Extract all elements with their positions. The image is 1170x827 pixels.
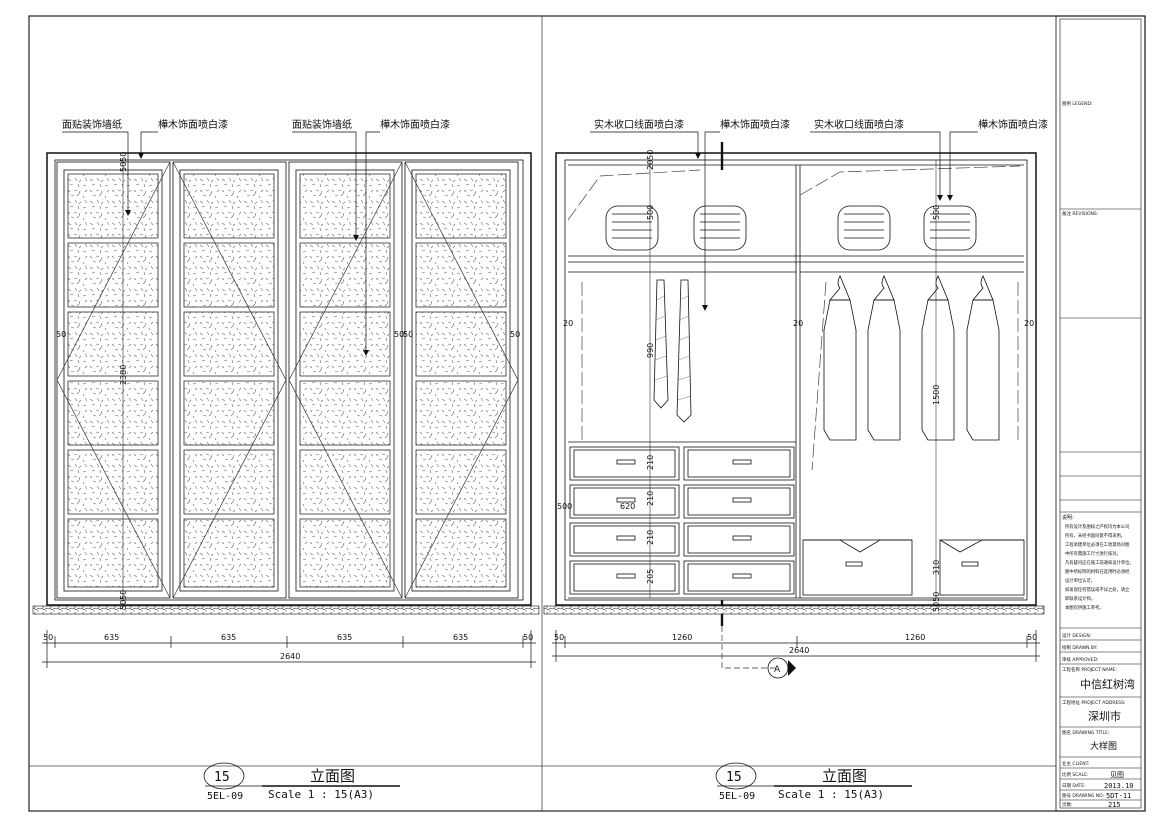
right-callout-3: 实木收口线面喷白漆 <box>814 118 904 131</box>
tb-page-label: 页数: <box>1062 801 1073 808</box>
left-dim-b1: 50 <box>43 633 53 642</box>
tb-note-9: 即联系设计师。 <box>1065 595 1095 602</box>
tb-note-7: 设计单位认可。 <box>1065 577 1095 584</box>
left-dim-side-1: 50 <box>56 330 66 339</box>
left-label-scale: Scale 1 : 15(A3) <box>268 788 374 801</box>
right-dim-drawer-2: 210 <box>646 491 655 506</box>
tb-project-name: 中信红树湾 <box>1080 677 1135 691</box>
section-marker: A <box>774 665 781 675</box>
right-label-scale: Scale 1 : 15(A3) <box>778 788 884 801</box>
left-callout-3: 面贴装饰墙纸 <box>292 118 352 131</box>
left-callout-2: 樺木饰面喷白漆 <box>158 118 228 131</box>
right-label-title: 立面图 <box>822 767 867 785</box>
left-dim-b4: 635 <box>337 633 352 642</box>
right-elevation: A 实木收口线面喷白漆 樺木饰面喷白漆 实木收口线面喷白漆 樺木饰面喷白漆 20… <box>543 118 1048 802</box>
right-label-number: 15 <box>726 770 742 785</box>
left-elevation: 面贴装饰墙纸 樺木饰面喷白漆 面贴装饰墙纸 樺木饰面喷白漆 2380 5050 … <box>32 118 540 802</box>
right-dim-side-3: 20 <box>1024 319 1034 328</box>
tb-revisions: 备注 REVISIONS: <box>1062 210 1098 217</box>
tb-client-label: 业主 CLIENT: <box>1062 760 1089 767</box>
tb-project-label: 工程名称 PROJECT NAME: <box>1062 666 1117 673</box>
tb-checked: 审核 APPROVED: <box>1062 656 1098 663</box>
tb-no-label: 图号 DRAWING NO: <box>1062 793 1104 799</box>
tb-note-8: 如发现任何错误或不详之处，请立 <box>1065 586 1130 593</box>
right-callout-2: 樺木饰面喷白漆 <box>720 118 790 131</box>
right-dim-hang: 990 <box>646 343 655 358</box>
tb-note-3: 工程承建单位必须在工地现场对图 <box>1065 541 1129 548</box>
right-callout-1: 实木收口线面喷白漆 <box>594 118 684 131</box>
right-callout-4: 樺木饰面喷白漆 <box>978 118 1048 131</box>
left-dim-height: 2380 <box>119 365 128 385</box>
right-dim-shelf-1: 500 <box>646 205 655 220</box>
left-dim-b3: 635 <box>221 633 236 642</box>
right-dim-b2: 1260 <box>672 633 692 642</box>
title-block: 图例 LEGEND: 备注 REVISIONS: 说明: 所有设计及图样之产权均… <box>1055 15 1146 812</box>
left-dim-b5: 635 <box>453 633 468 642</box>
right-dim-hang-2: 1500 <box>932 385 941 405</box>
right-dim-b1: 50 <box>554 633 564 642</box>
left-label-number: 15 <box>214 770 230 785</box>
tb-note-6: 图中所标明的材料在选用时必须经 <box>1065 568 1130 575</box>
tb-note-2: 所有，未经书面同意不得采用。 <box>1065 532 1125 539</box>
left-dim-side-4: 50 <box>510 330 520 339</box>
left-dim-b6: 50 <box>523 633 533 642</box>
right-dim-drawer-4: 205 <box>646 569 655 584</box>
left-dim-side-2: 50 <box>394 330 404 339</box>
tb-note-4: 中所有需施工尺寸进行核对。 <box>1065 550 1121 557</box>
tb-notes-title: 说明: <box>1062 514 1074 521</box>
tb-note-1: 所有设计及图样之产权均为本公司 <box>1065 523 1129 530</box>
tb-page-value: 215 <box>1108 801 1121 809</box>
tb-scale-value: 见图 <box>1110 771 1124 779</box>
right-dim-drawer-1: 210 <box>646 455 655 470</box>
right-dim-side-2: 20 <box>793 319 803 328</box>
right-dim-left: 500 <box>557 502 572 511</box>
right-dim-b4: 50 <box>1027 633 1037 642</box>
tb-design: 设计 DESIGN: <box>1062 632 1091 639</box>
right-dim-b3: 1260 <box>905 633 925 642</box>
left-dim-total: 2640 <box>280 652 300 661</box>
tb-note-10: 本图仅供施工参考。 <box>1065 604 1104 611</box>
right-dim-side-1: 20 <box>563 319 573 328</box>
tb-date-value: 2013.10 <box>1104 782 1134 790</box>
tb-drawn: 绘制 DRAWN BY: <box>1062 644 1097 651</box>
tb-date-label: 日期 DATE: <box>1062 783 1086 789</box>
tb-drawing-label: 图名 DRAWING TITLE: <box>1062 729 1109 736</box>
right-dim-drawer-width: 620 <box>620 502 635 511</box>
tb-scale-label: 比例 SCALE: <box>1062 771 1088 778</box>
left-dim-top: 5050 <box>119 152 128 172</box>
left-dim-b2: 635 <box>104 633 119 642</box>
left-callout-4: 樺木饰面喷白漆 <box>380 118 450 131</box>
left-callout-1: 面贴装饰墙纸 <box>62 118 122 131</box>
tb-address: 深圳市 <box>1088 709 1121 723</box>
tb-note-5: 凡有疑问应在施工前通知设计单位。 <box>1065 559 1134 566</box>
tb-legend: 图例 LEGEND: <box>1062 100 1092 107</box>
left-label-sheet: 5EL-09 <box>207 791 243 802</box>
right-dim-bottom: 5050 <box>932 592 941 612</box>
left-label-title: 立面图 <box>310 767 355 785</box>
tb-drawing-title: 大样图 <box>1090 740 1117 752</box>
left-dim-bottom: 5050 <box>119 590 128 610</box>
right-label-sheet: 5EL-09 <box>719 791 755 802</box>
right-dim-top: 2050 <box>646 150 655 170</box>
right-dim-box: 310 <box>932 560 941 575</box>
left-dim-side-3: 50 <box>403 330 413 339</box>
tb-no-value: 5DT-11 <box>1106 792 1131 800</box>
tb-address-label: 工程地址 PROJECT ADDRESS: <box>1062 699 1126 706</box>
right-dim-total: 2640 <box>789 646 809 655</box>
right-dim-shelf-2: 500 <box>932 205 941 220</box>
right-dim-drawer-3: 210 <box>646 530 655 545</box>
